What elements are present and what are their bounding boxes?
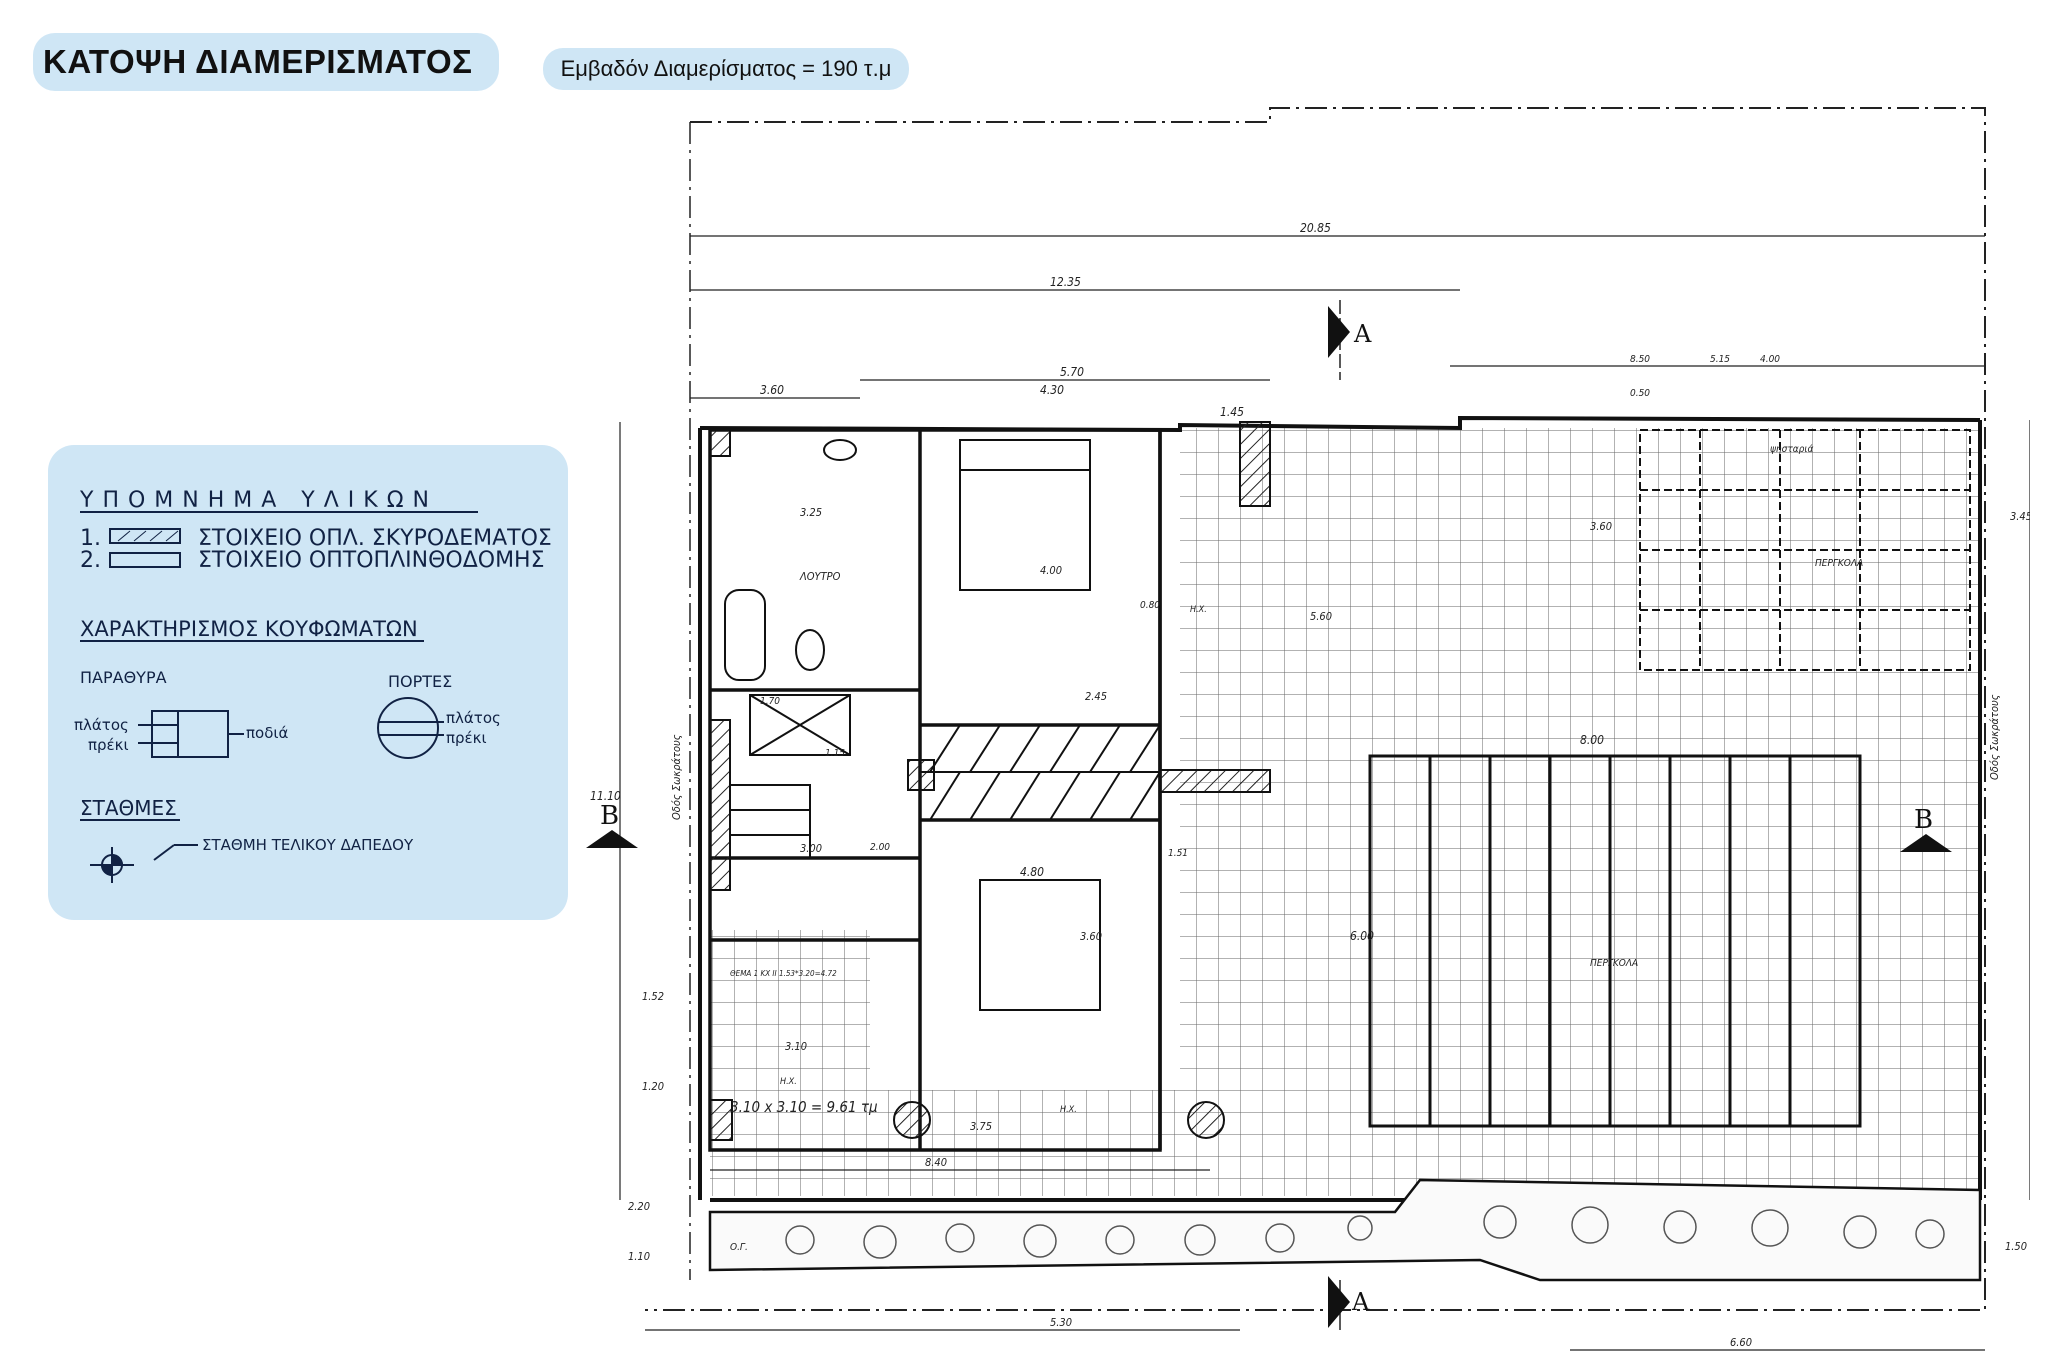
dim-21: 5.30 [1050, 1316, 1072, 1329]
dim-19: 3.75 [970, 1120, 992, 1133]
legend-item1: ΣΤΟΙΧΕΙΟ ΟΠΛ. ΣΚΥΡΟΔΕΜΑΤΟΣ [198, 526, 552, 551]
bed-upper [959, 439, 1091, 591]
pergola-large [1368, 754, 1862, 1128]
dim-32: 1.70 [760, 696, 780, 707]
level-marker-symbol [90, 844, 198, 883]
door-symbol [377, 697, 444, 759]
note-text: ΘΕΜΑ 1 ΚΧ II 1.53*3.20=4.72 [730, 969, 837, 978]
dim-3: 5.70 [1060, 365, 1084, 379]
legend-item2: ΣΤΟΙΧΕΙΟ ΟΠΤΟΠΛΙΝΘΟΔΟΜΗΣ [198, 548, 545, 573]
planter-plants [785, 1205, 1945, 1259]
dim-1: 20.85 [1300, 221, 1331, 235]
dim-9: 4.00 [1760, 354, 1780, 365]
stairs [729, 694, 1161, 859]
dim-12: 3.60 [1590, 520, 1612, 533]
dim-31: 3.25 [800, 506, 822, 519]
area-badge: Εμβαδόν Διαμερίσματος = 190 τ.μ [543, 48, 909, 90]
dim-20: 8.40 [925, 1156, 947, 1169]
door-lintel-label: πρέκι [446, 729, 487, 747]
brick-symbol [109, 552, 181, 568]
section-a-top-label: Α [1353, 320, 1372, 348]
levels-heading: ΣΤΑΘΜΕΣ [80, 796, 177, 820]
dim-25: 2.20 [628, 1200, 650, 1213]
bathtub [724, 589, 766, 681]
section-b-left-label: Β [600, 801, 619, 831]
dim-18: 3.00 [800, 842, 822, 855]
pergola-small [1639, 429, 1971, 671]
pergola-large-label: ΠΕΡΓΚΟΛΑ [1590, 958, 1638, 969]
toilet [795, 629, 825, 671]
section-marker-a-bottom: Α [1328, 1276, 1370, 1330]
street-label-left: Οδός Σωκράτους [670, 734, 683, 820]
openings-heading: ΧΑΡΑΚΤΗΡΙΣΜΟΣ ΚΟΥΦΩΜΑΤΩΝ [80, 617, 418, 641]
bbq-label: ψησταριά [1770, 443, 1813, 455]
terrace-tiles [1180, 428, 1980, 1196]
concrete-symbol [109, 528, 181, 544]
dim-2: 12.35 [1050, 275, 1081, 289]
hx-label-1: Η.Χ. [1190, 605, 1207, 615]
door-width-label: πλάτος [446, 709, 501, 727]
dim-11: 3.45 [2010, 510, 2030, 523]
dim-8: 5.15 [1710, 354, 1730, 365]
plot-boundary [645, 107, 1986, 1311]
street-label-right: Οδός Σωκράτους [1988, 694, 2001, 780]
legend-heading: ΥΠΟΜΝΗΜΑ ΥΛΙΚΩΝ [79, 488, 438, 513]
dim-30: 4.00 [1040, 564, 1062, 577]
section-marker-b-right: Β [1900, 805, 1952, 852]
dim-7: 8.50 [1630, 354, 1650, 365]
level-label: ΣΤΑΘΜΗ ΤΕΛΙΚΟΥ ΔΑΠΕΔΟΥ [202, 836, 414, 854]
sink [823, 439, 857, 461]
dim-37: 1.51 [1168, 848, 1188, 859]
dim-28: 2.45 [1085, 690, 1107, 703]
front-terrace-tiles [710, 1090, 1780, 1196]
dim-29: 3.60 [1080, 930, 1102, 943]
dim-5: 4.30 [1040, 383, 1064, 397]
area-formula: 3.10 x 3.10 = 9.61 τμ [730, 1098, 878, 1116]
dim-33: 1.15 [825, 748, 845, 759]
window-symbol [138, 710, 244, 758]
dim-22: 6.60 [1730, 1336, 1752, 1349]
section-b-right-label: Β [1914, 805, 1933, 835]
window-width-label: πλάτος [74, 716, 129, 734]
dim-6: 1.45 [1220, 405, 1244, 419]
legend-graphic: ΥΠΟΜΝΗΜΑ ΥΛΙΚΩΝ 1. ΣΤΟΙΧΕΙΟ ΟΠΛ. ΣΚΥΡΟΔΕ… [74, 488, 552, 883]
pergola-small-label: ΠΕΡΓΚΟΛΑ [1815, 558, 1863, 569]
dim-35: 3.10 [785, 1040, 807, 1053]
area-text: Εμβαδόν Διαμερίσματος = 190 τ.μ [560, 56, 892, 81]
dim-16: 11.10 [590, 789, 621, 803]
hx-label-2: Η.Χ. [780, 1077, 797, 1087]
window-sill-label: ποδιά [246, 724, 288, 742]
title-badge: ΚΑΤΟΨΗ ΔΙΑΜΕΡΙΣΜΑΤΟΣ [33, 33, 499, 91]
dim-15: 6.00 [1350, 929, 1374, 943]
dimension-lines [619, 235, 2030, 1351]
dim-14: 8.00 [1580, 733, 1604, 747]
dim-24: 1.20 [642, 1080, 664, 1093]
op-label: Ο.Γ. [730, 1242, 748, 1253]
legend-item1-num: 1. [80, 526, 101, 551]
dim-36: 0.80 [1140, 600, 1160, 611]
dim-23: 1.52 [642, 990, 664, 1003]
dim-26: 1.10 [628, 1250, 650, 1263]
floor-plan: 20.85 12.35 5.70 3.60 4.30 1.45 8.50 5.1… [586, 107, 2030, 1351]
dim-13: 5.60 [1310, 610, 1332, 623]
legend-panel: ΥΠΟΜΝΗΜΑ ΥΛΙΚΩΝ 1. ΣΤΟΙΧΕΙΟ ΟΠΛ. ΣΚΥΡΟΔΕ… [48, 445, 568, 920]
dim-27: 1.50 [2005, 1240, 2027, 1253]
dim-10: 0.50 [1630, 388, 1650, 399]
dim-34: 2.00 [870, 842, 890, 853]
hx-label-3: Η.Χ. [1060, 1105, 1077, 1115]
page-title: ΚΑΤΟΨΗ ΔΙΑΜΕΡΙΣΜΑΤΟΣ [43, 43, 473, 80]
section-a-bottom-label: Α [1351, 1288, 1370, 1316]
dim-4: 3.60 [760, 383, 784, 397]
planter [708, 1178, 1982, 1282]
windows-label: ΠΑΡΑΘΥΡΑ [80, 668, 167, 687]
window-lintel-label: πρέκι [88, 736, 129, 754]
furniture [724, 439, 1101, 1011]
legend-item2-num: 2. [80, 548, 101, 573]
dim-17: 4.80 [1020, 865, 1044, 879]
bath-label: ΛΟΥΤΡΟ [799, 570, 841, 583]
bed-lower [979, 879, 1101, 1011]
section-marker-a-top: Α [1328, 300, 1372, 380]
doors-label: ΠΟΡΤΕΣ [388, 672, 452, 691]
section-marker-b-left: Β [586, 801, 638, 848]
